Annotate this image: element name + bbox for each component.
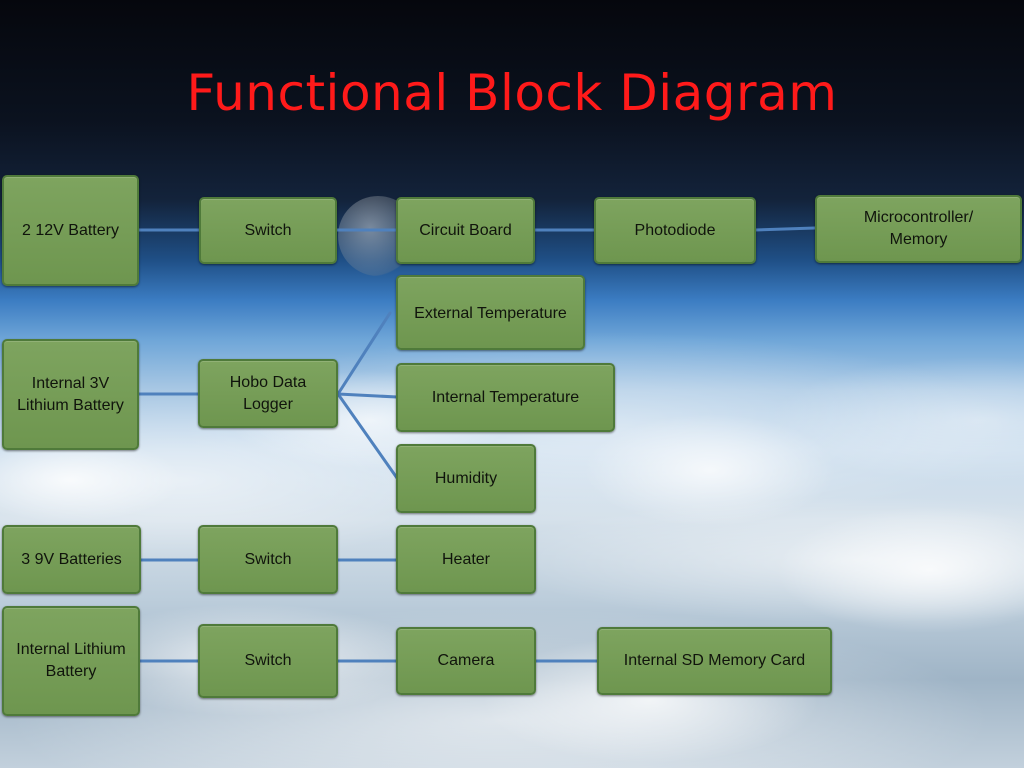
slide-title: Functional Block Diagram xyxy=(186,64,838,122)
connector-hobo-humidity xyxy=(336,392,399,480)
block-heater: Heater xyxy=(396,525,536,594)
block-switch-1: Switch xyxy=(199,197,337,264)
block-internal-temperature: Internal Temperature xyxy=(396,363,615,432)
block-internal-lithium-battery: Internal Lithium Battery xyxy=(2,606,140,716)
block-3-9v-batteries: 3 9V Batteries xyxy=(2,525,141,594)
connector-hobo-inttemp xyxy=(336,392,399,399)
block-switch-2: Switch xyxy=(198,525,338,594)
block-photodiode: Photodiode xyxy=(594,197,756,264)
block-humidity: Humidity xyxy=(396,444,536,513)
connector-hobo-exttemp xyxy=(336,311,392,396)
block-camera: Camera xyxy=(396,627,536,695)
connector-photodiode-microcontroller xyxy=(753,226,817,232)
block-switch-3: Switch xyxy=(198,624,338,698)
block-internal-sd-memory-card: Internal SD Memory Card xyxy=(597,627,832,695)
block-internal-3v-lithium-battery: Internal 3V Lithium Battery xyxy=(2,339,139,450)
block-battery-12v: 2 12V Battery xyxy=(2,175,139,286)
block-microcontroller-memory: Microcontroller/ Memory xyxy=(815,195,1022,263)
block-external-temperature: External Temperature xyxy=(396,275,585,350)
block-hobo-data-logger: Hobo Data Logger xyxy=(198,359,338,428)
block-circuit-board: Circuit Board xyxy=(396,197,535,264)
